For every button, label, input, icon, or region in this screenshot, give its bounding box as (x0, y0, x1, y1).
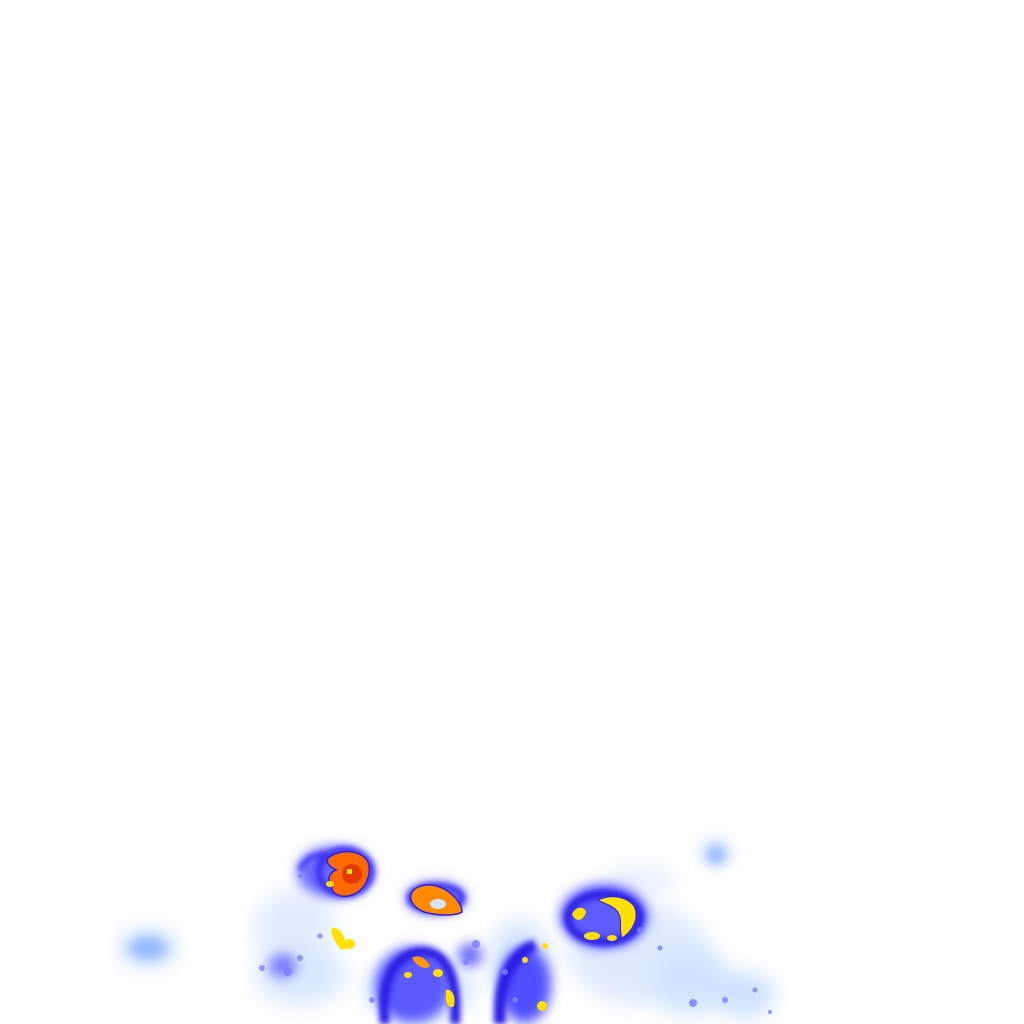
peak-yellow-regions (326, 881, 637, 1011)
high-intensity-regions (326, 850, 463, 916)
scattered-speckles (259, 874, 772, 1014)
